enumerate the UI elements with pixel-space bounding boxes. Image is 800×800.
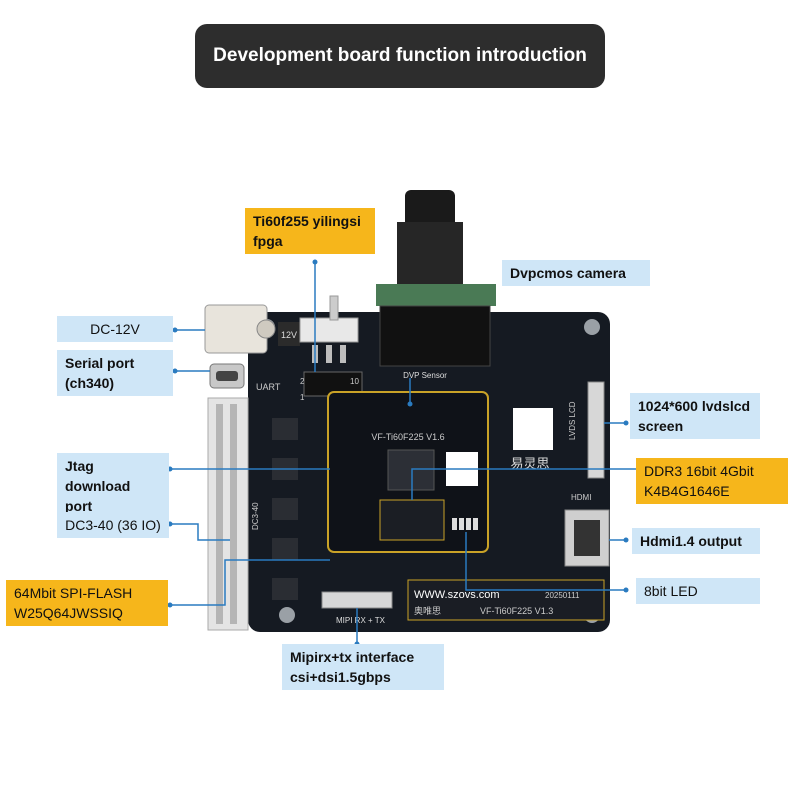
usb-c-opening-icon — [216, 371, 238, 381]
camera-lens-icon — [405, 190, 455, 230]
switch-legs — [312, 345, 346, 363]
hdmi-mark: HDMI — [571, 493, 591, 502]
mount-hole-icon — [279, 607, 295, 623]
uart-mark: UART — [256, 382, 281, 392]
hdmi-opening-icon — [574, 520, 600, 556]
label-dc12v: DC-12V — [57, 316, 173, 342]
lvds-lcd-mark: LVDS LCD — [568, 401, 577, 440]
page-title: Development board function introduction — [195, 24, 605, 88]
camera-module-pcb — [376, 284, 496, 306]
lvds-connector — [587, 381, 605, 479]
label-jtag-port: Jtag download port — [57, 453, 169, 519]
label-fpga: Ti60f255 yilingsi fpga — [245, 208, 375, 254]
dc3-40-mark: DC3-40 — [251, 502, 260, 530]
voltage-text: 12V — [281, 330, 297, 340]
label-lvds-screen: 1024*600 lvdslcd screen — [630, 393, 760, 439]
label-spi-flash: 64Mbit SPI-FLASH W25Q64JWSSIQ — [6, 580, 168, 626]
power-switch — [299, 317, 359, 343]
date-mark: 20250111 — [545, 591, 580, 600]
maker-mark: 奥唯思 — [414, 605, 441, 616]
core-model-mark: VF-Ti60F225 V1.6 — [371, 432, 444, 442]
label-camera: Dvpcmos camera — [502, 260, 650, 286]
label-ddr3: DDR3 16bit 4Gbit K4B4G1646E — [636, 458, 788, 504]
dc-jack-socket-icon — [256, 319, 276, 339]
mount-hole-icon — [584, 319, 600, 335]
brand-logo-icon — [513, 408, 553, 450]
ddr3-chip — [379, 499, 445, 541]
label-mipi-interface: Mipirx+tx interface csi+dsi1.5gbps — [282, 644, 444, 690]
label-hdmi-output: Hdmi1.4 output — [632, 528, 760, 554]
camera-body — [397, 222, 463, 286]
mipi-connector — [321, 591, 393, 609]
mipi-mark: MIPI RX + TX — [336, 616, 386, 625]
label-8bit-led: 8bit LED — [636, 578, 760, 604]
pin-1-mark: 1 — [300, 393, 305, 402]
switch-lever — [329, 295, 339, 321]
leader-lines — [170, 262, 640, 644]
label-dc3-40: DC3-40 (36 IO) — [57, 512, 169, 538]
website-mark: WWW.szovs.com — [414, 589, 500, 601]
pin-2-mark: 2 — [300, 377, 305, 386]
buffer-chips — [272, 418, 298, 600]
header-pins — [216, 404, 237, 624]
voltage-mark — [278, 322, 300, 346]
brand-mark: 易灵思 — [510, 456, 549, 471]
dvp-sensor-mark: DVP Sensor — [403, 371, 447, 380]
dc3-40-header — [207, 397, 249, 631]
board-model-plate — [407, 579, 605, 621]
board-model-mark: VF-Ti60F225 V1.3 — [480, 606, 553, 616]
dvp-sensor-socket — [379, 305, 491, 367]
led-array — [452, 518, 478, 530]
label-serial-port: Serial port (ch340) — [57, 350, 173, 396]
pin-10-mark: 10 — [350, 377, 359, 386]
fpga-chip — [387, 449, 435, 491]
